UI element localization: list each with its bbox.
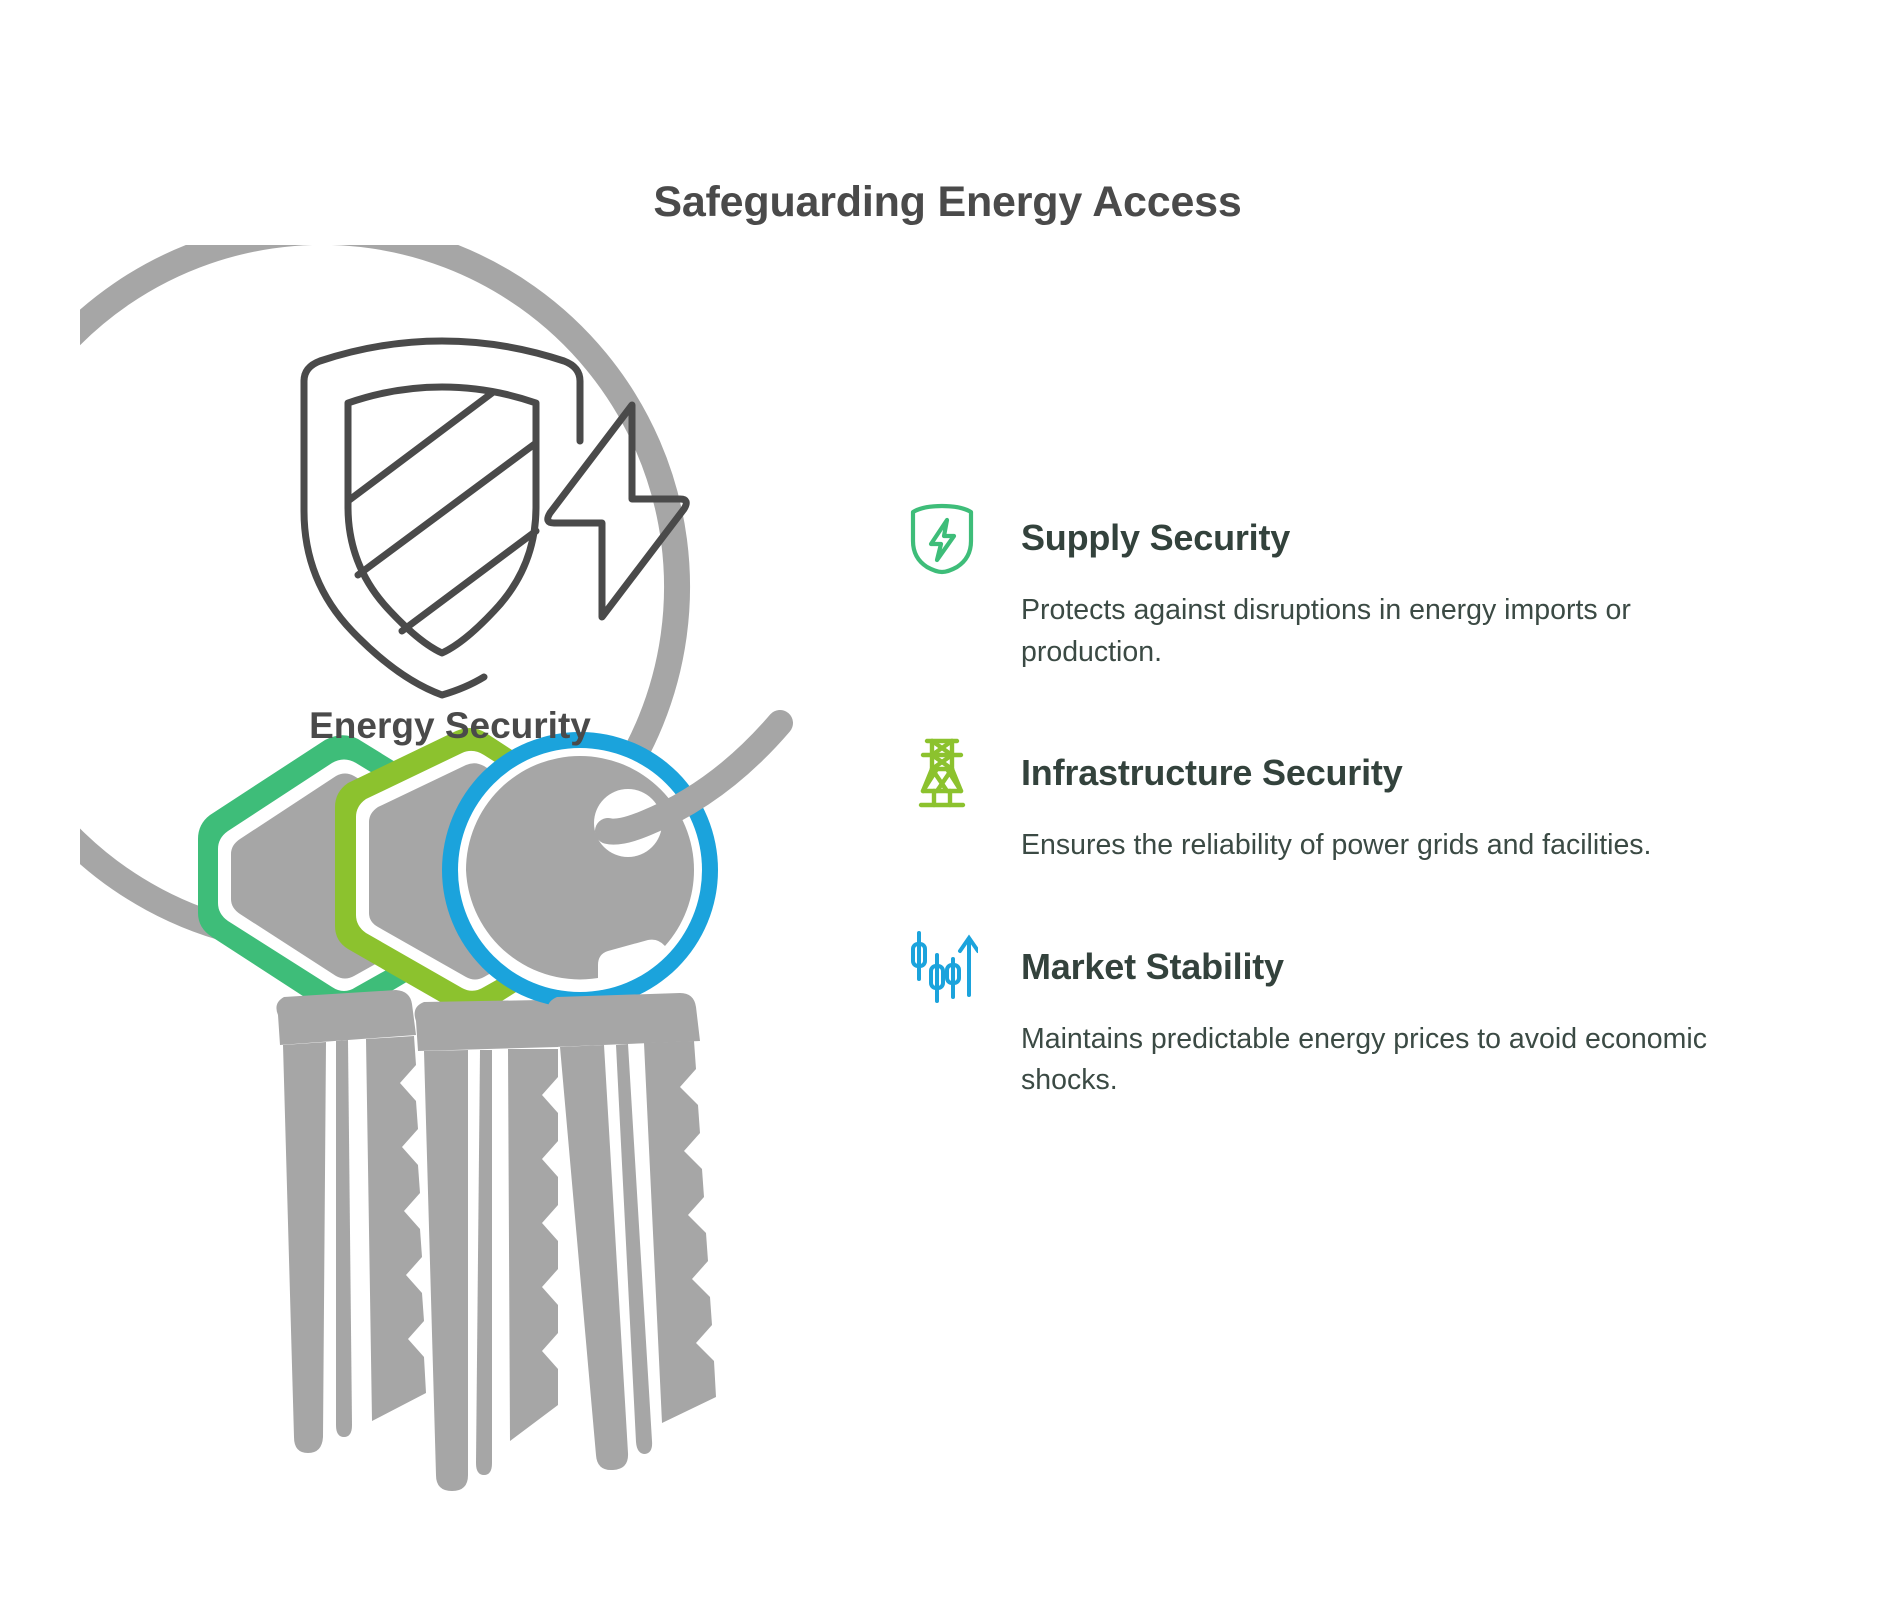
- shield-bolt-icon: [905, 501, 979, 575]
- candlestick-uptrend-icon: [905, 930, 979, 1004]
- feature-list: Supply Security Protects against disrupt…: [905, 500, 1785, 1102]
- feature-item-market-stability: Market Stability Maintains predictable e…: [905, 929, 1785, 1102]
- feature-head: Supply Security: [905, 500, 1785, 576]
- feature-description: Protects against disruptions in energy i…: [1021, 594, 1631, 668]
- hub-label: Energy Security: [309, 705, 591, 746]
- feature-head: Infrastructure Security: [905, 735, 1785, 811]
- keyring-loop-front: [595, 710, 793, 845]
- feature-item-supply-security: Supply Security Protects against disrupt…: [905, 500, 1785, 673]
- feature-description: Ensures the reliability of power grids a…: [1021, 829, 1652, 862]
- feature-description: Maintains predictable energy prices to a…: [1021, 1022, 1707, 1097]
- energy-security-illustration: Energy Security: [80, 245, 840, 1535]
- feature-item-infrastructure-security: Infrastructure Security Ensures the reli…: [905, 735, 1785, 867]
- keyring-graphic: [80, 245, 793, 1491]
- key-blue: [442, 732, 718, 1471]
- page-title: Safeguarding Energy Access: [653, 178, 1242, 226]
- feature-title: Market Stability: [1021, 945, 1284, 987]
- feature-title: Infrastructure Security: [1021, 752, 1403, 794]
- feature-title: Supply Security: [1021, 517, 1291, 558]
- transmission-tower-icon: [905, 736, 979, 810]
- feature-head: Market Stability: [905, 929, 1785, 1005]
- shield-lightning-icon: [300, 337, 690, 699]
